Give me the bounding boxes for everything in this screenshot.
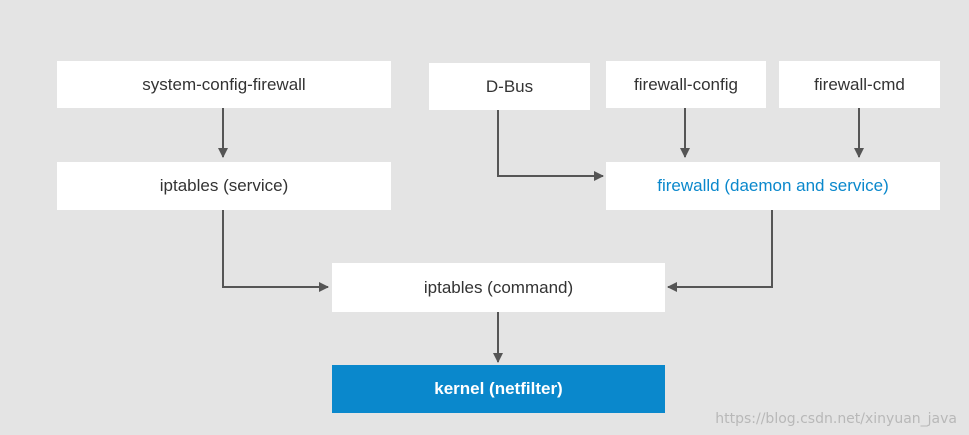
- node-dbus: D-Bus: [429, 63, 590, 110]
- arrow-iptables-service-to-command: [222, 210, 329, 292]
- watermark-text: https://blog.csdn.net/xinyuan_java: [715, 411, 957, 427]
- arrow-dbus-to-firewalld: [497, 110, 604, 181]
- node-system-config-firewall: system-config-firewall: [57, 61, 391, 108]
- node-iptables-command: iptables (command): [332, 263, 665, 312]
- node-firewall-config: firewall-config: [606, 61, 766, 108]
- node-kernel-netfilter: kernel (netfilter): [332, 365, 665, 413]
- node-iptables-service: iptables (service): [57, 162, 391, 210]
- node-firewalld: firewalld (daemon and service): [606, 162, 940, 210]
- node-firewall-cmd: firewall-cmd: [779, 61, 940, 108]
- arrow-firewalld-to-command: [667, 210, 773, 292]
